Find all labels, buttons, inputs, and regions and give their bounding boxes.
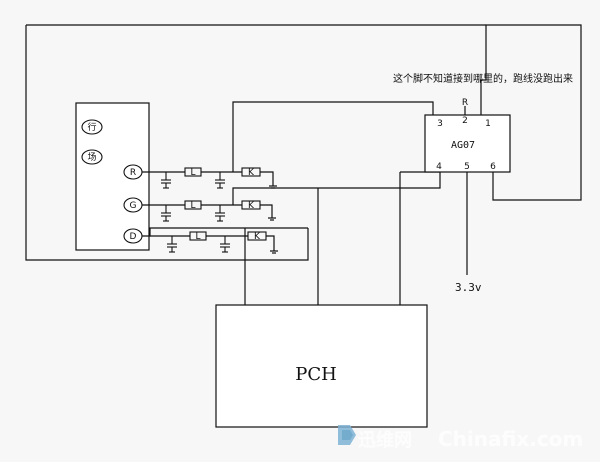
chip-name: AG07 bbox=[451, 140, 475, 151]
g-signal-line: L K bbox=[142, 200, 276, 222]
chip-pin-3: 3 bbox=[437, 119, 443, 129]
pch-label: PCH bbox=[295, 364, 337, 385]
chip-pin-2: 2 bbox=[462, 116, 468, 126]
chinafix-logo-icon bbox=[338, 425, 356, 445]
voltage-label: 3.3v bbox=[455, 281, 482, 294]
connector-label-hang: 行 bbox=[81, 119, 103, 135]
r-signal-line: L K bbox=[142, 167, 277, 189]
pin-label: G bbox=[130, 201, 137, 211]
chip-pin2-mark: R bbox=[462, 98, 468, 108]
resistor-label: K bbox=[248, 201, 255, 211]
inductor-label: L bbox=[190, 168, 195, 178]
connector-label-text: 行 bbox=[87, 121, 96, 133]
connector-label-text: 场 bbox=[87, 152, 96, 163]
chip-pin-6: 6 bbox=[490, 162, 496, 172]
connector-label-chang: 场 bbox=[81, 149, 103, 165]
pin-label: D bbox=[130, 232, 137, 242]
connector-block bbox=[75, 102, 150, 251]
pch-block bbox=[215, 304, 428, 428]
g-to-chip-pin4-wire bbox=[232, 172, 441, 205]
chip-pin-5: 5 bbox=[464, 162, 470, 172]
inductor-label: L bbox=[195, 232, 200, 242]
d-signal-line: L K bbox=[142, 227, 308, 254]
ag07-chip bbox=[424, 114, 511, 173]
outer-loop-wire-left bbox=[25, 25, 309, 261]
watermark-en: Chinafix.com bbox=[438, 427, 583, 451]
inductor-label: L bbox=[190, 201, 195, 211]
watermark-cn: 迅维网 bbox=[358, 429, 412, 451]
annotation-text: 这个脚不知道接到哪里的，跑线没跑出来 bbox=[393, 72, 573, 85]
resistor-label: K bbox=[254, 232, 261, 242]
outer-loop-wire bbox=[480, 24, 582, 201]
r-to-chip-pin3-wire bbox=[232, 101, 434, 172]
pin-label: R bbox=[130, 168, 136, 178]
resistor-label: K bbox=[248, 168, 255, 178]
chip-pin-4: 4 bbox=[436, 162, 442, 172]
watermark: 迅维网 Chinafix.com bbox=[338, 425, 583, 451]
chip-pin-1: 1 bbox=[485, 119, 491, 129]
